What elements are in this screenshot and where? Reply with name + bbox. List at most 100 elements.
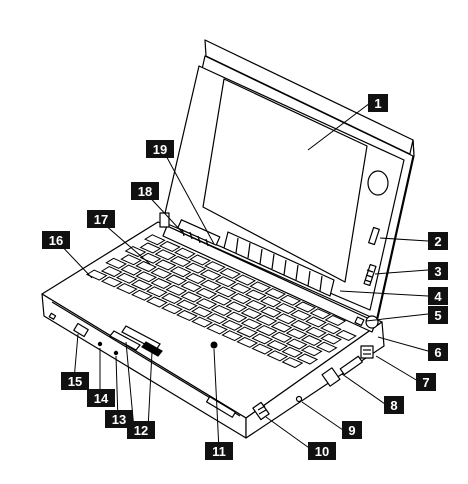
keyboard-key — [270, 331, 293, 343]
callout-3: 3 — [428, 262, 448, 280]
keyboard-key — [120, 254, 142, 266]
svg-text:11: 11 — [212, 444, 226, 459]
keyboard-key — [221, 330, 244, 342]
side-slot-8 — [339, 355, 363, 376]
trackpoint — [210, 341, 218, 349]
keyboard-key — [161, 303, 183, 315]
keyboard-key — [195, 287, 218, 299]
keyboard-key — [189, 254, 211, 266]
keyboard-key — [176, 299, 198, 311]
callout-9: 9 — [342, 421, 362, 439]
keyboard-key — [266, 340, 289, 352]
keyboard-key — [296, 353, 319, 365]
callout-19: 19 — [146, 140, 174, 158]
callout-12: 12 — [127, 421, 155, 439]
keyboard-key — [255, 325, 278, 337]
svg-text:9: 9 — [348, 423, 355, 438]
svg-text:16: 16 — [49, 233, 63, 248]
keyboard-key — [264, 288, 287, 300]
callout-7: 7 — [416, 373, 436, 391]
keyboard-key — [279, 294, 302, 306]
front-led-14 — [97, 341, 103, 347]
keyboard-key — [275, 303, 297, 315]
callout-6: 6 — [428, 343, 448, 361]
keyboard-key — [184, 272, 207, 284]
front-port — [73, 322, 89, 338]
callout-13: 13 — [105, 410, 133, 428]
svg-text:10: 10 — [315, 444, 329, 459]
keyboard-key — [315, 341, 338, 353]
keyboard-key — [219, 267, 241, 279]
front-latch — [205, 396, 237, 418]
side-switch-10 — [252, 401, 270, 421]
svg-text:5: 5 — [434, 308, 441, 323]
keyboard-key — [236, 336, 259, 348]
side-port-8 — [321, 367, 341, 387]
keyboard-key — [130, 279, 153, 291]
callout-4: 4 — [428, 287, 448, 305]
keyboard-key — [335, 329, 357, 341]
keyboard-key — [139, 242, 162, 254]
keyboard-key — [146, 296, 168, 308]
keyboard-key — [324, 314, 347, 326]
keyboard-key — [115, 272, 138, 284]
keyboard-key — [169, 255, 192, 267]
keyboard-key — [300, 334, 323, 346]
keyboard-key — [206, 313, 228, 325]
keyboard-key — [195, 298, 218, 310]
callout-1: 1 — [368, 94, 388, 112]
keyboard — [85, 234, 357, 369]
keyboard-key — [285, 338, 308, 350]
svg-text:12: 12 — [134, 423, 148, 438]
keyboard-key — [245, 299, 267, 311]
front-led-13 — [113, 350, 119, 356]
keyboard-key — [270, 321, 293, 333]
keyboard-key — [221, 319, 243, 331]
status-indicator-bar — [223, 231, 335, 297]
keyboard-key — [206, 323, 228, 335]
lcd-screen — [202, 78, 368, 283]
svg-text:6: 6 — [434, 345, 441, 360]
keyboard-key — [240, 308, 263, 320]
keyboard-key — [275, 313, 297, 325]
keyboard-key — [244, 289, 267, 301]
callout-11: 11 — [205, 442, 233, 460]
callout-15: 15 — [61, 372, 89, 390]
keyboard-key — [116, 283, 138, 295]
keyboard-key — [199, 269, 222, 281]
keyboard-key — [249, 281, 272, 293]
callout-16: 16 — [42, 231, 70, 249]
keyboard-key — [174, 247, 196, 259]
keyboard-key — [191, 316, 213, 328]
keyboard-key — [120, 264, 143, 276]
keyboard-key — [169, 266, 192, 278]
keyboard-key — [320, 323, 342, 335]
keyboard-key — [154, 259, 177, 271]
keyboard-key — [281, 357, 304, 369]
keyboard-key — [159, 240, 181, 252]
callout-14: 14 — [87, 389, 115, 407]
keyboard-key — [180, 281, 203, 293]
keyboard-key — [305, 326, 327, 338]
keyboard-key — [309, 308, 332, 320]
svg-text:17: 17 — [94, 212, 108, 227]
svg-text:15: 15 — [68, 374, 82, 389]
keyboard-key — [204, 261, 226, 273]
svg-text:8: 8 — [390, 398, 397, 413]
keyboard-key — [210, 304, 233, 316]
keyboard-key — [259, 296, 282, 308]
svg-text:18: 18 — [138, 184, 152, 199]
keyboard-key — [144, 234, 166, 246]
keyboard-key — [251, 333, 274, 345]
svg-text:7: 7 — [422, 375, 429, 390]
keyboard-key — [135, 271, 158, 283]
callout-8: 8 — [384, 396, 404, 414]
keyboard-key — [176, 309, 198, 321]
svg-text:13: 13 — [112, 412, 126, 427]
callout-labels: 1 2 3 4 5 6 7 8 9 10 11 — [42, 94, 448, 460]
side-jack-9 — [295, 395, 303, 403]
keyboard-key — [251, 343, 274, 355]
keyboard-key — [240, 318, 263, 330]
keyboard-key — [154, 249, 177, 261]
